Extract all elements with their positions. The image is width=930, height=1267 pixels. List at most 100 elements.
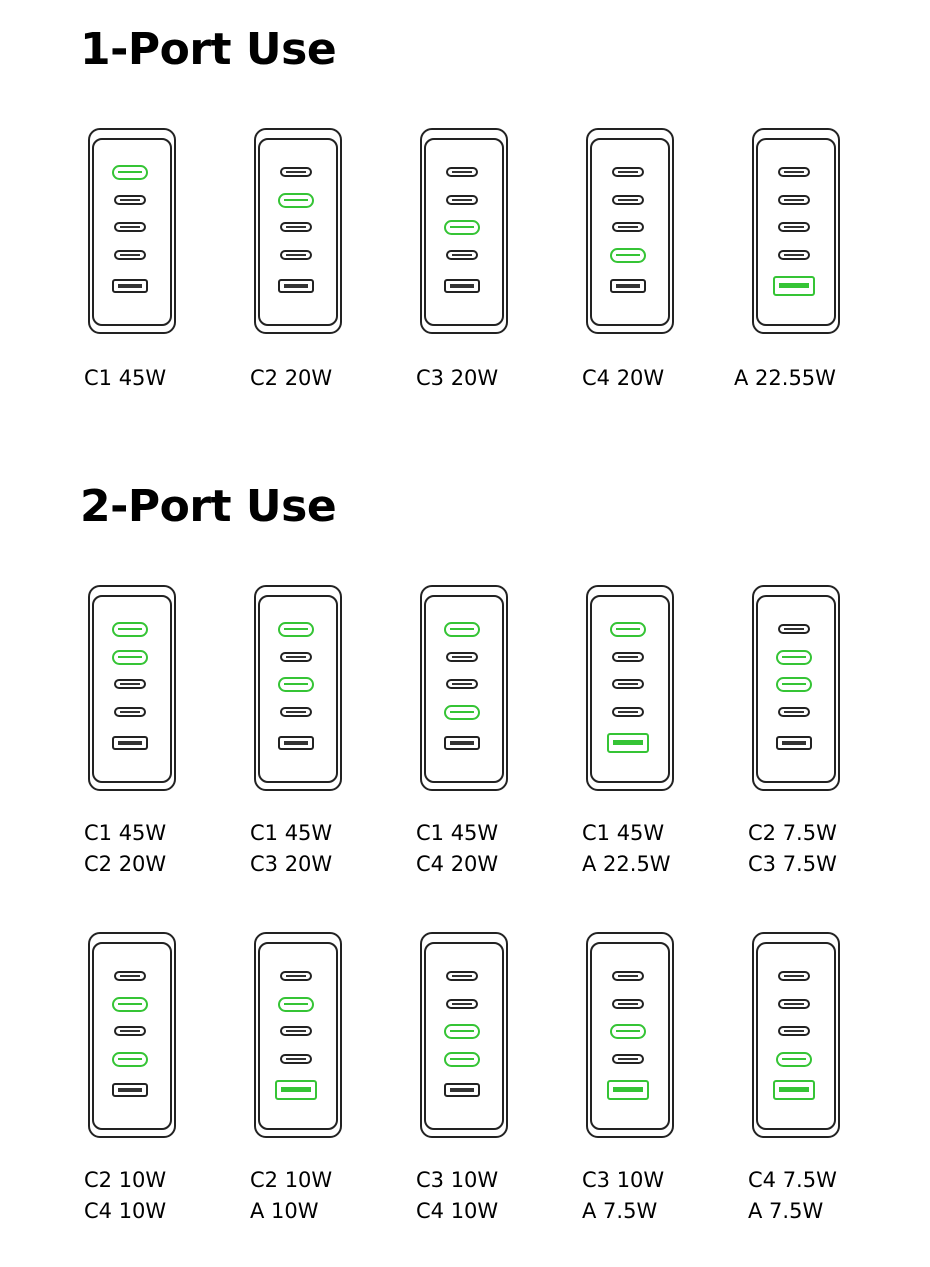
usb-c-port-icon-active [444,219,480,235]
power-label-line: C4 20W [416,852,499,876]
power-label-line: C1 45W [84,821,167,845]
charger-body [752,128,840,334]
charger-body [254,932,342,1138]
power-label-line: C3 20W [250,852,333,876]
power-label-line: C1 45W [250,821,333,845]
charger-body [752,932,840,1138]
charger-diagram [254,932,342,1138]
usb-c-port-icon-active [278,676,314,692]
usb-c-port-icon-active [278,192,314,208]
usb-c-port-icon [446,652,478,662]
charger-body [88,932,176,1138]
power-label-line: C3 20W [416,366,499,390]
usb-c-port-icon [778,999,810,1009]
power-label-line: C4 10W [416,1199,499,1223]
usb-c-port-icon-active [610,1023,646,1039]
usb-c-port-icon [280,250,312,260]
power-label: C3 10W A 7.5W [582,1165,748,1227]
charger-face [424,138,504,326]
power-label-line: A 22.5W [582,852,671,876]
usb-c-port-icon [114,222,146,232]
usb-c-port-icon-active [112,621,148,637]
charger-diagram [752,585,840,791]
usb-c-port-icon [446,195,478,205]
charger-diagram [586,128,674,334]
usb-c-port-icon-active [112,164,148,180]
usb-c-port-icon [612,707,644,717]
usb-c-port-icon [114,707,146,717]
charger-diagram [254,128,342,334]
power-label-line: C3 10W [416,1168,499,1192]
usb-a-port-icon [112,1083,148,1097]
charger-body [586,128,674,334]
usb-c-port-icon-active [278,621,314,637]
usb-c-port-icon [612,167,644,177]
power-label-line: C2 10W [250,1168,333,1192]
usb-a-port-icon [112,279,148,293]
usb-a-port-icon [278,736,314,750]
charger-body [88,128,176,334]
power-label: A 22.55W [734,363,900,394]
usb-c-port-icon [114,679,146,689]
power-label-line: A 7.5W [582,1199,658,1223]
usb-c-port-icon [612,971,644,981]
power-label-line: C2 20W [84,852,167,876]
charger-body [586,585,674,791]
charger-face [258,595,338,783]
usb-c-port-icon [280,222,312,232]
usb-a-port-icon [112,736,148,750]
usb-c-port-icon [778,624,810,634]
charger-diagram [586,585,674,791]
charger-diagram [88,585,176,791]
usb-c-port-icon [778,707,810,717]
power-label-line: C1 45W [416,821,499,845]
usb-c-port-icon-active [112,996,148,1012]
usb-c-port-icon [778,167,810,177]
usb-a-port-icon [444,1083,480,1097]
power-label-line: C2 20W [250,366,333,390]
charger-face [92,595,172,783]
usb-c-port-icon-active [444,1023,480,1039]
power-label-line: C3 10W [582,1168,665,1192]
usb-c-port-icon-active [776,649,812,665]
charger-face [756,942,836,1130]
power-label: C1 45W C3 20W [250,818,416,880]
usb-c-port-icon-active [112,649,148,665]
usb-c-port-icon-active [444,704,480,720]
usb-c-port-icon [612,195,644,205]
charger-face [258,138,338,326]
usb-c-port-icon-active [278,996,314,1012]
usb-c-port-icon-active [112,1051,148,1067]
usb-c-port-icon-active [610,621,646,637]
charger-diagram [420,128,508,334]
usb-c-port-icon [280,971,312,981]
charger-face [590,595,670,783]
usb-c-port-icon [778,971,810,981]
usb-c-port-icon [114,195,146,205]
charger-diagram [420,932,508,1138]
power-label-line: A 7.5W [748,1199,824,1223]
usb-c-port-icon [280,652,312,662]
charger-body [254,585,342,791]
charger-face [424,942,504,1130]
charger-face [258,942,338,1130]
usb-a-port-icon [610,279,646,293]
usb-a-port-icon-active [275,1080,317,1100]
usb-c-port-icon [114,971,146,981]
usb-c-port-icon [280,1054,312,1064]
usb-a-port-icon-active [607,733,649,753]
usb-c-port-icon-active [776,676,812,692]
usb-c-port-icon [280,707,312,717]
usb-a-port-icon [444,736,480,750]
power-label-line: C4 7.5W [748,1168,837,1192]
power-label-line: C1 45W [84,366,167,390]
charger-body [420,932,508,1138]
section-title-1-port: 1-Port Use [80,24,337,75]
usb-c-port-icon-active [444,621,480,637]
power-label-line: C3 7.5W [748,852,837,876]
charger-body [752,585,840,791]
usb-c-port-icon [446,167,478,177]
